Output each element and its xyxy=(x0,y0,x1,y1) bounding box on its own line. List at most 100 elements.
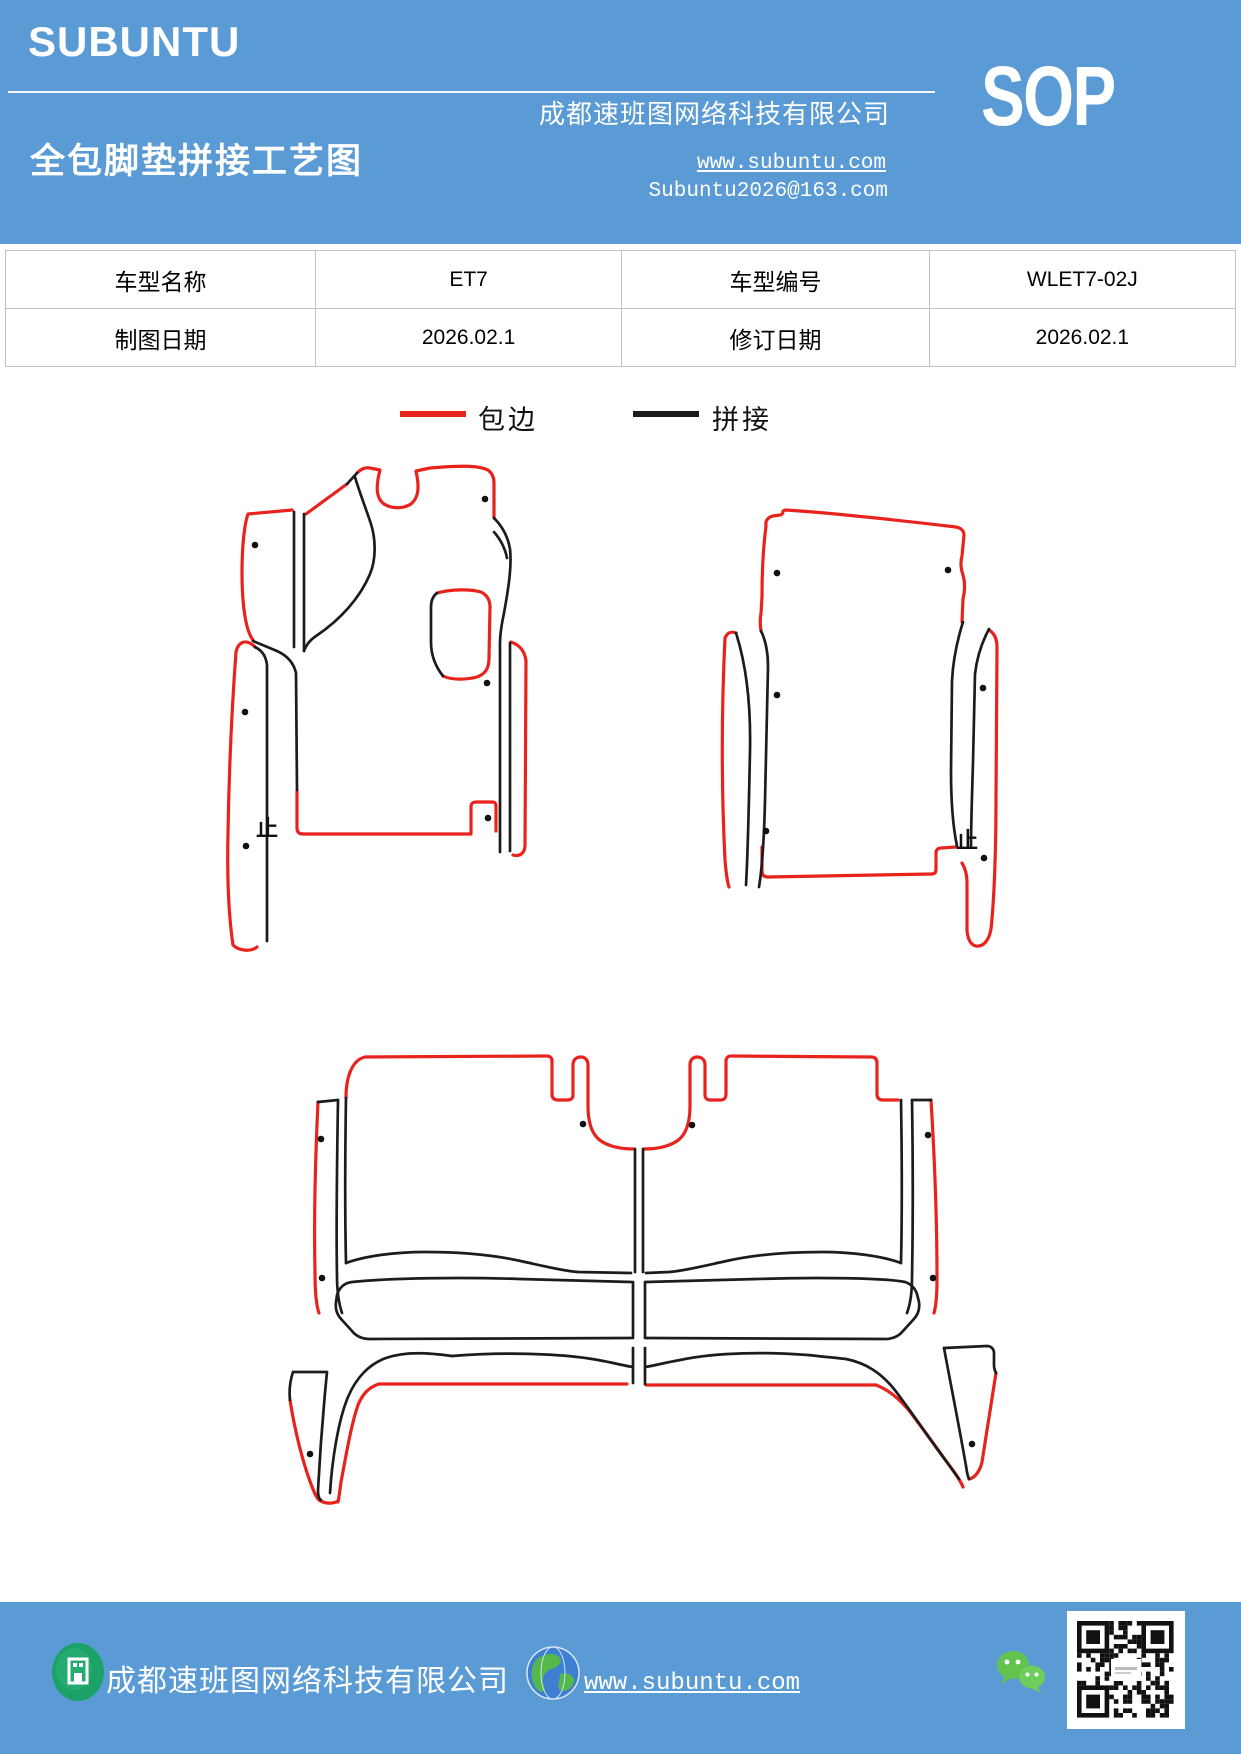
mat-outline-path xyxy=(295,789,498,836)
mat-outline-path xyxy=(644,1276,921,1341)
header-website-link[interactable]: www.subuntu.com xyxy=(696,152,886,175)
splice-swatch xyxy=(633,411,699,417)
stitch-dot xyxy=(481,495,489,503)
mat-outline-path xyxy=(450,1352,635,1369)
mat-outline-path xyxy=(240,508,294,642)
cell-model-code-label: 车型编号 xyxy=(621,250,930,309)
cell-model-code-value: WLET7-02J xyxy=(928,250,1237,309)
stitch-dot xyxy=(762,827,770,835)
mat-outline-path xyxy=(336,1382,381,1504)
mat-outline-path xyxy=(355,464,496,520)
stitch-dot xyxy=(483,679,491,687)
mat-outline-path xyxy=(899,1098,904,1265)
mat-outline-path xyxy=(335,1098,344,1315)
mat-outline-path xyxy=(874,1383,965,1489)
mat-outline-path xyxy=(275,649,299,792)
mat-outline-path xyxy=(334,1276,633,1341)
stitch-dot xyxy=(773,569,781,577)
table-row: 车型名称 ET7 车型编号 WLET7-02J xyxy=(5,250,1237,309)
header-divider-line xyxy=(8,91,935,93)
page-title: 全包脚垫拼接工艺图 xyxy=(30,142,364,181)
stitch-dot xyxy=(317,1135,325,1143)
table-row: 制图日期 2026.02.1 修订日期 2026.02.1 xyxy=(5,308,1237,367)
mat-outline-path xyxy=(288,1398,340,1505)
stitch-dot xyxy=(306,1450,314,1458)
stitch-dot xyxy=(924,1131,932,1139)
stitch-dot xyxy=(318,1274,326,1282)
header-email: Subuntu2026@163.com xyxy=(648,180,888,203)
splice-label: 拼接 xyxy=(712,405,772,435)
mat-outline-path xyxy=(344,1250,633,1275)
stitch-dot xyxy=(484,814,492,822)
stitch-dot xyxy=(944,566,952,574)
sop-badge: SOP xyxy=(981,49,1116,143)
stitch-dot xyxy=(251,541,259,549)
mat-outline-path xyxy=(291,1370,329,1502)
brand-logo-text: SUBUNTU xyxy=(28,18,241,65)
mat-outline-path xyxy=(949,620,965,848)
qr-code xyxy=(1067,1611,1185,1729)
vehicle-info-table: 车型名称 ET7 车型编号 WLET7-02J 制图日期 2026.02.1 修… xyxy=(5,250,1237,367)
mat-outline-path xyxy=(758,524,768,633)
mat-outline-path xyxy=(251,639,279,653)
mat-outline-path xyxy=(288,1370,295,1402)
stitch-dot xyxy=(242,842,250,850)
stitch-dot xyxy=(241,708,249,716)
footer-company-name: 成都速班图网络科技有限公司 xyxy=(106,1665,509,1698)
building-logo-icon xyxy=(52,1643,104,1701)
header-banner: SUBUNTU 全包脚垫拼接工艺图 成都速班图网络科技有限公司 www.subu… xyxy=(0,0,1241,244)
mat-outline-path xyxy=(316,1098,340,1104)
cell-model-name-value: ET7 xyxy=(314,250,623,309)
mat-outline-path xyxy=(969,627,991,848)
mat-outline-path xyxy=(429,591,445,678)
stitch-dot xyxy=(773,691,781,699)
mat-outline-path xyxy=(760,845,958,879)
mat-outline-path xyxy=(734,631,752,887)
mat-outline-path xyxy=(302,475,376,653)
mat-outline-path xyxy=(644,1250,903,1275)
footer-website-link[interactable]: www.subuntu.com xyxy=(584,1670,801,1697)
mat-outline-path xyxy=(960,628,999,948)
header-company-name: 成都速班图网络科技有限公司 xyxy=(538,100,890,129)
stitch-dot xyxy=(929,1274,937,1282)
wechat-icon xyxy=(997,1651,1045,1693)
mat-outline-path xyxy=(967,1371,998,1481)
legend: 包边 拼接 xyxy=(0,392,1241,436)
mat-outline-path xyxy=(942,1344,998,1375)
mat-outline-path xyxy=(720,636,731,889)
mat-outline-path xyxy=(226,640,259,952)
mat-outline-path xyxy=(343,1096,348,1265)
mat-outline-path xyxy=(764,508,967,624)
mat-outline-path xyxy=(328,1351,454,1495)
mat-outline-path xyxy=(509,640,528,858)
mat-outline-path xyxy=(313,1100,321,1315)
mat-outline-path xyxy=(435,588,492,681)
globe-icon xyxy=(526,1646,580,1700)
edge-binding-swatch xyxy=(400,411,466,417)
stop-mark: 止 xyxy=(256,816,278,841)
cell-revise-date-value: 2026.02.1 xyxy=(928,308,1237,367)
stop-mark: 止 xyxy=(956,828,978,853)
mat-outline-path xyxy=(345,471,359,486)
stitch-dot xyxy=(980,854,988,862)
stitch-dot xyxy=(979,684,987,692)
mat-outline-path xyxy=(492,516,512,854)
mat-outline-path xyxy=(643,1351,961,1481)
mat-outline-path xyxy=(929,1098,939,1315)
mat-outline-path xyxy=(642,1054,900,1151)
cell-draw-date-value: 2026.02.1 xyxy=(314,308,623,367)
mat-outline-path xyxy=(757,629,770,889)
stitch-dot xyxy=(968,1440,976,1448)
mat-outline-path xyxy=(344,1054,636,1151)
stitch-dot xyxy=(688,1121,696,1129)
mat-outline-path xyxy=(253,645,269,943)
mat-outline-path xyxy=(723,630,738,640)
cell-model-name-label: 车型名称 xyxy=(5,250,316,309)
edge-binding-label: 包边 xyxy=(478,405,538,435)
cell-draw-date-label: 制图日期 xyxy=(5,308,316,367)
stitch-dot xyxy=(579,1120,587,1128)
mat-outline-path xyxy=(304,482,349,516)
mat-outline-path xyxy=(942,1346,971,1481)
